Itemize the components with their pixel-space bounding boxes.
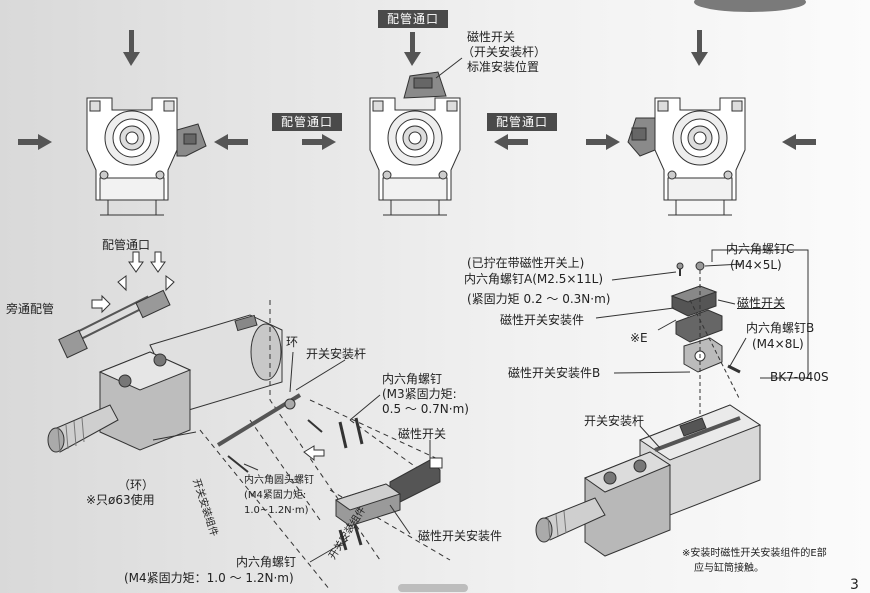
arrow-left-1: [214, 134, 248, 150]
switch-note-line2: （开关安装杆）: [462, 45, 547, 59]
mag-mount-label-right: 磁性开关安装件: [500, 313, 585, 327]
screw-b-line1: 内六角螺钉B: [746, 321, 815, 335]
switch-rod-label: 开关安装杆: [306, 347, 367, 361]
cylinder-front-view-3: [627, 97, 746, 216]
switch-rod-label-right: 开关安装杆: [584, 414, 645, 428]
port-tag-left: 配管通口: [272, 113, 343, 131]
arrow-right-2: [302, 134, 336, 150]
mount-b-label: 磁性开关安装件B: [508, 366, 601, 380]
ring-paren-label: （环）: [118, 478, 155, 492]
disk-shape: [694, 0, 806, 12]
switch-note-line3: 标准安装位置: [467, 60, 540, 74]
mark-e-label: ※E: [630, 331, 648, 345]
arrow-down-1: [123, 30, 140, 66]
hex-screw-bottom-line1: 内六角螺钉: [236, 555, 297, 569]
port-tag-right: 配管通口: [487, 113, 558, 131]
ring-label: 环: [286, 335, 299, 349]
screw-b-line2: (M4×8L): [752, 337, 804, 351]
socket-round-screw-line2: (M4紧固力矩:: [244, 490, 307, 501]
switch-note-line1: 磁性开关: [467, 30, 516, 44]
screw-c-line2: (M4×5L): [730, 258, 782, 272]
arrow-left-3: [782, 134, 816, 150]
page-number: 3: [850, 577, 859, 593]
mag-mount-label-left: 磁性开关安装件: [418, 529, 503, 543]
cylinder-front-view-1: [86, 97, 207, 216]
arrow-right-1: [18, 134, 52, 150]
screw-a-label: 内六角螺钉A(M2.5×11L): [464, 272, 604, 286]
arrow-down-3: [691, 30, 708, 66]
mag-switch-label-left: 磁性开关: [398, 427, 447, 441]
hex-screw-top-line1: 内六角螺钉: [382, 372, 443, 386]
ring-note-label: ※只ø63使用: [86, 493, 155, 507]
hex-screw-bottom-line2: (M4紧固力矩：1.0 ～ 1.2N·m): [124, 571, 294, 585]
socket-round-screw-line3: 1.0~1.2N·m): [244, 505, 309, 516]
port-tag-top: 配管通口: [378, 10, 449, 28]
kit-code-label: BK7-040S: [770, 370, 829, 384]
pre-note-label: (已拧在带磁性开关上): [467, 256, 585, 270]
mag-switch-label-right: 磁性开关: [737, 296, 786, 310]
socket-round-screw-line1: 内六角圆头螺钉: [244, 475, 314, 486]
footnote-line2: 应与缸筒接触。: [694, 563, 764, 574]
left-port-label: 配管通口: [102, 238, 151, 252]
arrow-down-2: [404, 32, 421, 66]
cylinder-front-view-2: [369, 71, 461, 216]
screw-c-line1: 内六角螺钉C: [726, 242, 795, 256]
screw-a-torque-label: (紧固力矩 0.2 ～ 0.3N·m): [467, 292, 611, 306]
hex-screw-top-line3: 0.5 ～ 0.7N·m): [382, 402, 469, 416]
bypass-label: 旁通配管: [6, 302, 55, 316]
footnote-line1: ※安装时磁性开关安装组件的E部: [682, 548, 827, 559]
hex-screw-top-line2: (M3紧固力矩:: [382, 387, 457, 401]
logo-mark: [398, 584, 468, 592]
arrow-right-3: [586, 134, 620, 150]
arrow-left-2: [494, 134, 528, 150]
